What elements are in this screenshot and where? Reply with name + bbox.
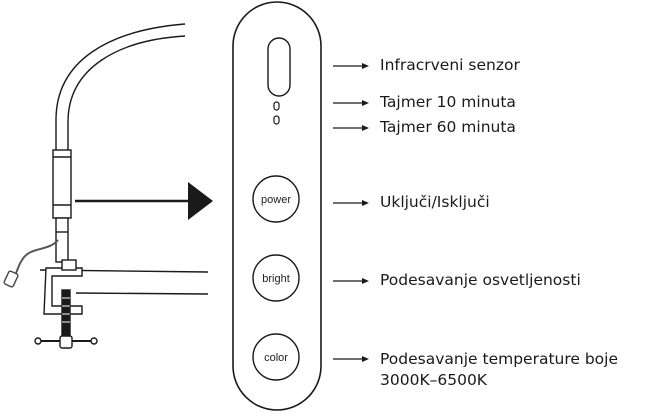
color-button-label: color [264,352,288,364]
label-timer-60: Tajmer 60 minuta [380,118,516,136]
desk-clamp [43,267,83,315]
lamp-holder [52,149,72,219]
cable-plug [3,270,19,288]
control-panel: power bright color [232,1,322,411]
bright-button-label: bright [262,273,290,285]
pointer-arrow [75,182,213,220]
label-infrared-sensor: Infracrveni senzor [380,56,520,74]
label-temperature-line1: Podesavanje temperature boje [380,350,619,368]
label-timer-10: Tajmer 10 minuta [380,93,516,111]
label-power: Uključi/Isključi [380,193,490,211]
lamp-gooseneck-inner [67,35,186,152]
lamp-gooseneck [55,23,186,152]
power-cable [13,239,59,279]
power-button-label: power [261,194,291,206]
bright-button[interactable]: bright [252,254,300,302]
power-button[interactable]: power [252,175,300,223]
callout-arrows [333,63,369,362]
infrared-sensor-window [267,37,291,97]
timer-60-led [273,115,280,125]
color-button[interactable]: color [252,333,300,381]
label-temperature-line2: 3000K–6500K [380,371,487,389]
lamp-illustration [3,23,209,349]
label-brightness: Podesavanje osvetljenosti [380,271,581,289]
desk-bottom-line [75,292,209,295]
timer-10-led [273,101,280,111]
